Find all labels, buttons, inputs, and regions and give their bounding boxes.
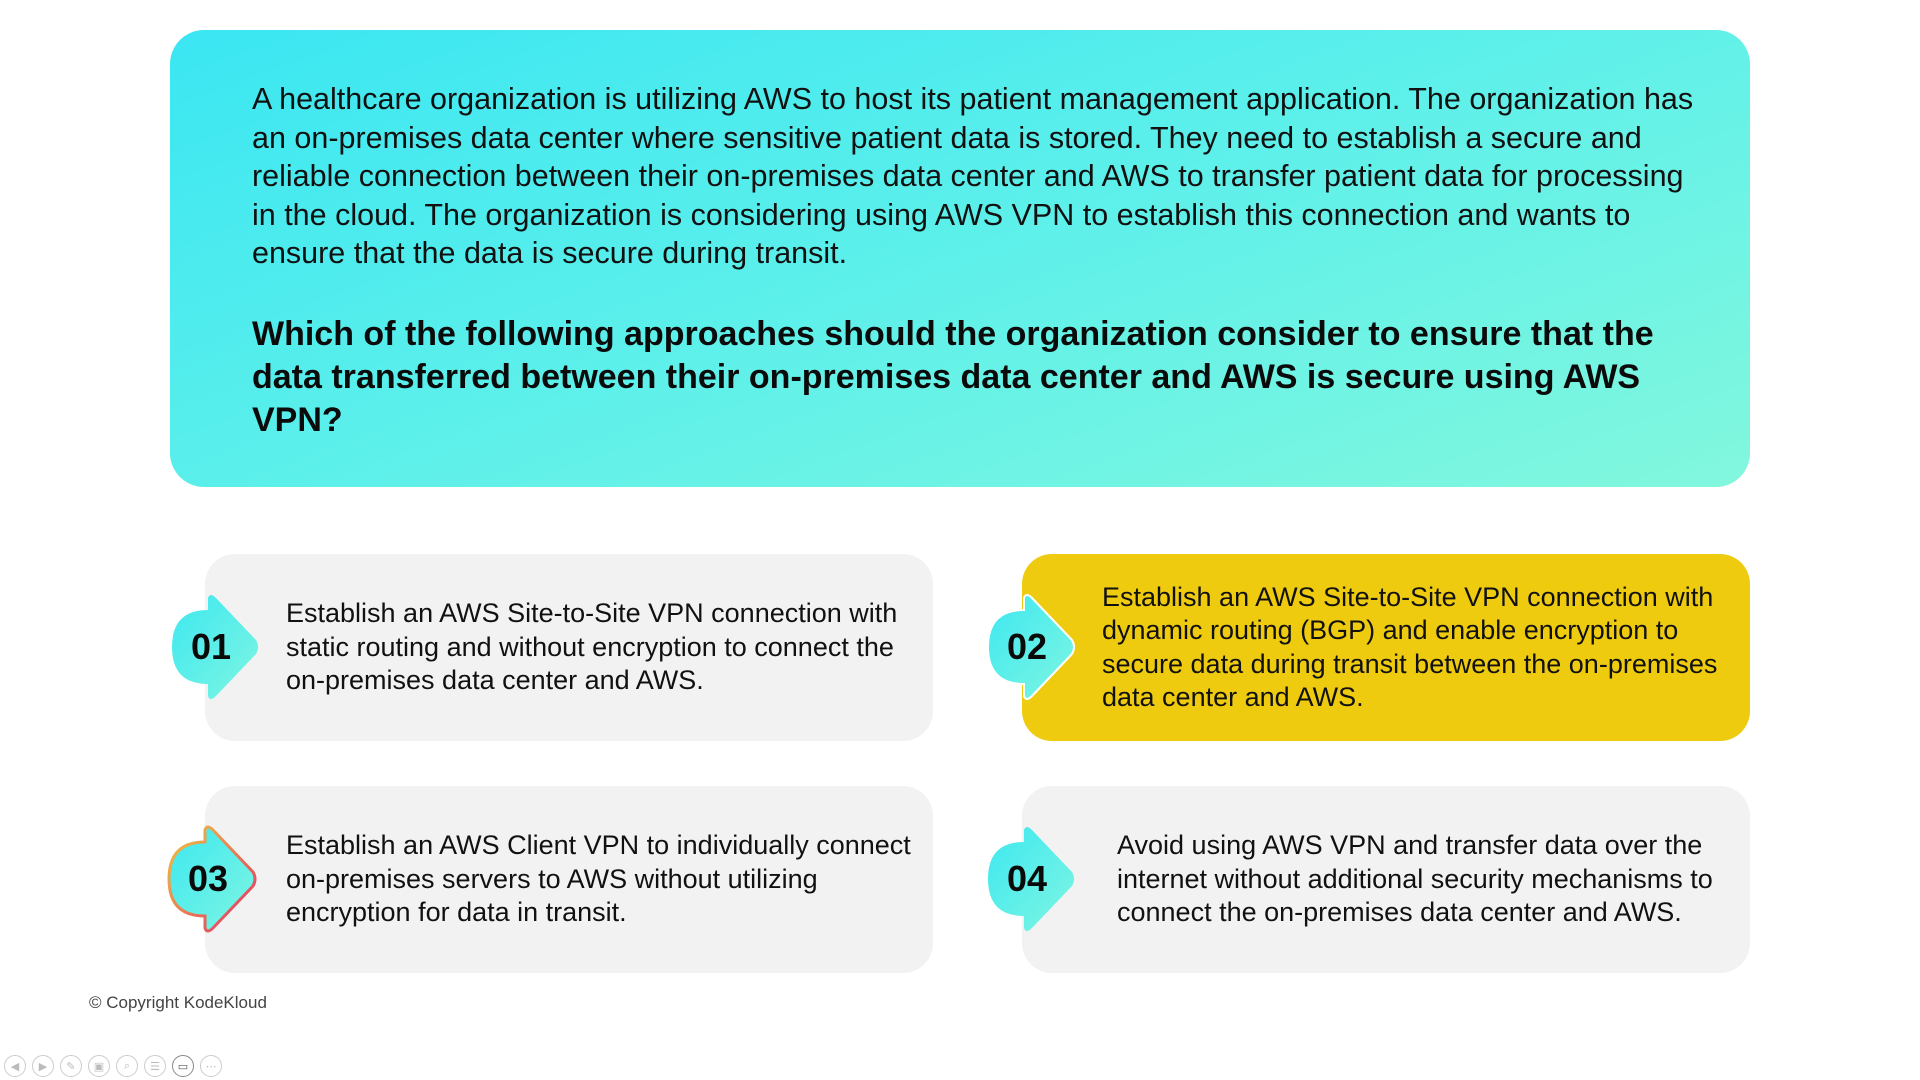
option-text: Establish an AWS Client VPN to individua…	[286, 830, 911, 928]
option-03-badge: 03	[167, 824, 259, 934]
option-01-badge: 01	[170, 592, 262, 702]
option-02[interactable]: Establish an AWS Site-to-Site VPN connec…	[1022, 554, 1750, 741]
camera-icon[interactable]: ▭	[172, 1055, 194, 1077]
question-panel: A healthcare organization is utilizing A…	[170, 30, 1750, 487]
option-text: Establish an AWS Site-to-Site VPN connec…	[286, 598, 898, 696]
option-04-badge: 04	[986, 824, 1078, 934]
zoom-icon[interactable]: ⌕	[116, 1055, 138, 1077]
more-options-icon[interactable]: ⋯	[200, 1055, 222, 1077]
next-slide-icon[interactable]: ▶	[32, 1055, 54, 1077]
option-text: Establish an AWS Site-to-Site VPN connec…	[1102, 581, 1718, 713]
copyright: © Copyright KodeKloud	[89, 993, 267, 1012]
slides-icon[interactable]: ▣	[88, 1055, 110, 1077]
option-03[interactable]: Establish an AWS Client VPN to individua…	[205, 786, 933, 973]
scenario-text: A healthcare organization is utilizing A…	[252, 82, 1694, 270]
subtitles-icon[interactable]: ☰	[144, 1055, 166, 1077]
presentation-toolbar: ◀ ▶ ✎ ▣ ⌕ ☰ ▭ ⋯	[4, 1055, 222, 1077]
option-02-badge: 02	[986, 592, 1078, 702]
option-04[interactable]: Avoid using AWS VPN and transfer data ov…	[1022, 786, 1750, 973]
option-01[interactable]: Establish an AWS Site-to-Site VPN connec…	[205, 554, 933, 741]
option-text: Avoid using AWS VPN and transfer data ov…	[1117, 830, 1713, 928]
previous-slide-icon[interactable]: ◀	[4, 1055, 26, 1077]
question-prompt: Which of the following approaches should…	[252, 314, 1654, 439]
pen-icon[interactable]: ✎	[60, 1055, 82, 1077]
